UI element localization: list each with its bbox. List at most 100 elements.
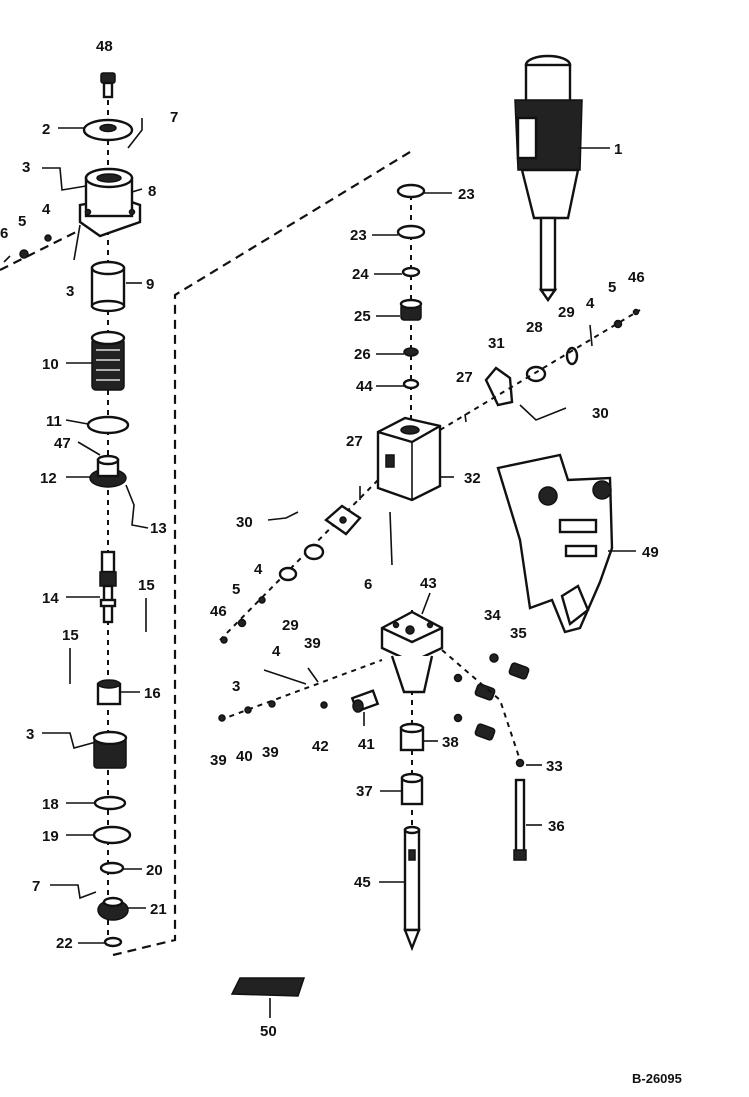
part-9-sleeve xyxy=(90,260,126,313)
callout-4: 4 xyxy=(272,643,281,660)
part-4-pin-center-left xyxy=(263,669,307,685)
callout-34: 34 xyxy=(484,607,501,624)
callout-46: 46 xyxy=(628,269,645,286)
part-12-nut xyxy=(89,454,127,488)
callout-21: 21 xyxy=(150,901,167,918)
part-10-filter xyxy=(90,330,126,391)
callout-37: 37 xyxy=(356,783,373,800)
part-7-pin-bottom xyxy=(50,884,97,900)
part-23-seal xyxy=(396,224,426,240)
part-45-chisel xyxy=(403,825,421,952)
callout-11: 11 xyxy=(46,413,62,430)
drawing-reference-code: B-26095 xyxy=(632,1071,682,1086)
callout-7: 7 xyxy=(32,878,40,895)
callout-43: 43 xyxy=(420,575,437,592)
group-boundary-dashed xyxy=(112,151,411,957)
part-40-pin-group-lead xyxy=(219,659,383,721)
callout-16: 16 xyxy=(144,685,161,702)
callout-4: 4 xyxy=(254,561,263,578)
part-41-plug xyxy=(350,689,380,713)
callout-36: 36 xyxy=(548,818,565,835)
callout-3: 3 xyxy=(26,726,34,743)
callout-29: 29 xyxy=(282,617,299,634)
callout-24: 24 xyxy=(352,266,369,283)
callout-8: 8 xyxy=(148,183,156,200)
part-1-breaker xyxy=(514,54,583,303)
callout-49: 49 xyxy=(642,544,659,561)
part-40-pin xyxy=(244,706,252,714)
part-3-pin-upper xyxy=(42,167,87,191)
part-23-seal-top xyxy=(396,183,426,199)
part-5-nut-right xyxy=(613,319,623,329)
callout-12: 12 xyxy=(40,470,57,487)
callout-1: 1 xyxy=(614,141,622,158)
part-47-pin xyxy=(77,441,101,456)
part-34-washer xyxy=(489,653,499,663)
part-39-pin-c xyxy=(307,667,319,683)
callout-23: 23 xyxy=(458,186,475,203)
callout-35: 35 xyxy=(510,625,527,642)
callout-30: 30 xyxy=(592,405,609,422)
callout-3: 3 xyxy=(232,678,240,695)
part-38-bushing xyxy=(399,722,425,752)
part-25-nut xyxy=(399,298,423,321)
part-8-housing xyxy=(78,167,142,238)
callout-4: 4 xyxy=(586,295,595,312)
part-48-bolt xyxy=(100,72,116,99)
callout-10: 10 xyxy=(42,356,59,373)
part-31-bracket xyxy=(484,366,514,407)
callout-19: 19 xyxy=(42,828,59,845)
callout-2: 2 xyxy=(42,121,50,138)
part-17-plug xyxy=(92,730,128,769)
part-18-ring xyxy=(93,795,127,811)
part-29-ring-left-2 xyxy=(278,566,298,582)
part-39-pin-b xyxy=(268,700,276,708)
callout-22: 22 xyxy=(56,935,73,952)
part-16-bushing xyxy=(96,679,122,706)
part-6-pin-center xyxy=(389,511,393,566)
part-11-o-ring xyxy=(86,415,130,435)
callout-42: 42 xyxy=(312,738,329,755)
callout-9: 9 xyxy=(146,276,154,293)
part-28-plug xyxy=(525,365,547,383)
part-3-pin-mid xyxy=(73,224,81,261)
part-34-washer-3 xyxy=(453,713,463,723)
callout-32: 32 xyxy=(464,470,481,487)
part-22-washer xyxy=(103,936,123,948)
right-hardware-axis xyxy=(439,309,641,431)
part-35-bolt-3 xyxy=(474,723,496,741)
part-50-decal xyxy=(230,977,306,997)
part-5-nut-lower xyxy=(237,618,247,628)
callout-3: 3 xyxy=(66,283,74,300)
callout-leader-lines xyxy=(58,127,636,944)
callout-46: 46 xyxy=(210,603,227,620)
part-49-mounting-bracket xyxy=(496,453,614,634)
callout-41: 41 xyxy=(358,736,375,753)
part-27-pin-right xyxy=(464,413,467,423)
part-33-washer xyxy=(515,758,525,768)
callout-15: 15 xyxy=(62,627,79,644)
part-35-bolt xyxy=(508,662,530,680)
callout-47: 47 xyxy=(54,435,71,452)
callout-33: 33 xyxy=(546,758,563,775)
callout-23: 23 xyxy=(350,227,367,244)
part-4-washer-left xyxy=(44,234,52,242)
part-34-washer-2 xyxy=(453,673,463,683)
part-46-bolt-lower xyxy=(220,636,228,644)
part-19-ring xyxy=(92,825,132,845)
part-35-bolt-2 xyxy=(474,683,496,701)
callout-40: 40 xyxy=(236,748,253,765)
callout-15: 15 xyxy=(138,577,155,594)
callout-38: 38 xyxy=(442,734,459,751)
callout-18: 18 xyxy=(42,796,59,813)
callout-26: 26 xyxy=(354,346,371,363)
callout-3: 3 xyxy=(22,159,30,176)
part-7-pin-top xyxy=(127,118,143,149)
part-20-ring xyxy=(99,861,125,875)
callout-31: 31 xyxy=(488,335,505,352)
callout-27: 27 xyxy=(456,369,473,386)
part-30-bolt-left xyxy=(267,511,299,521)
part-21-cap xyxy=(97,896,129,921)
part-24-o-ring xyxy=(401,266,421,278)
